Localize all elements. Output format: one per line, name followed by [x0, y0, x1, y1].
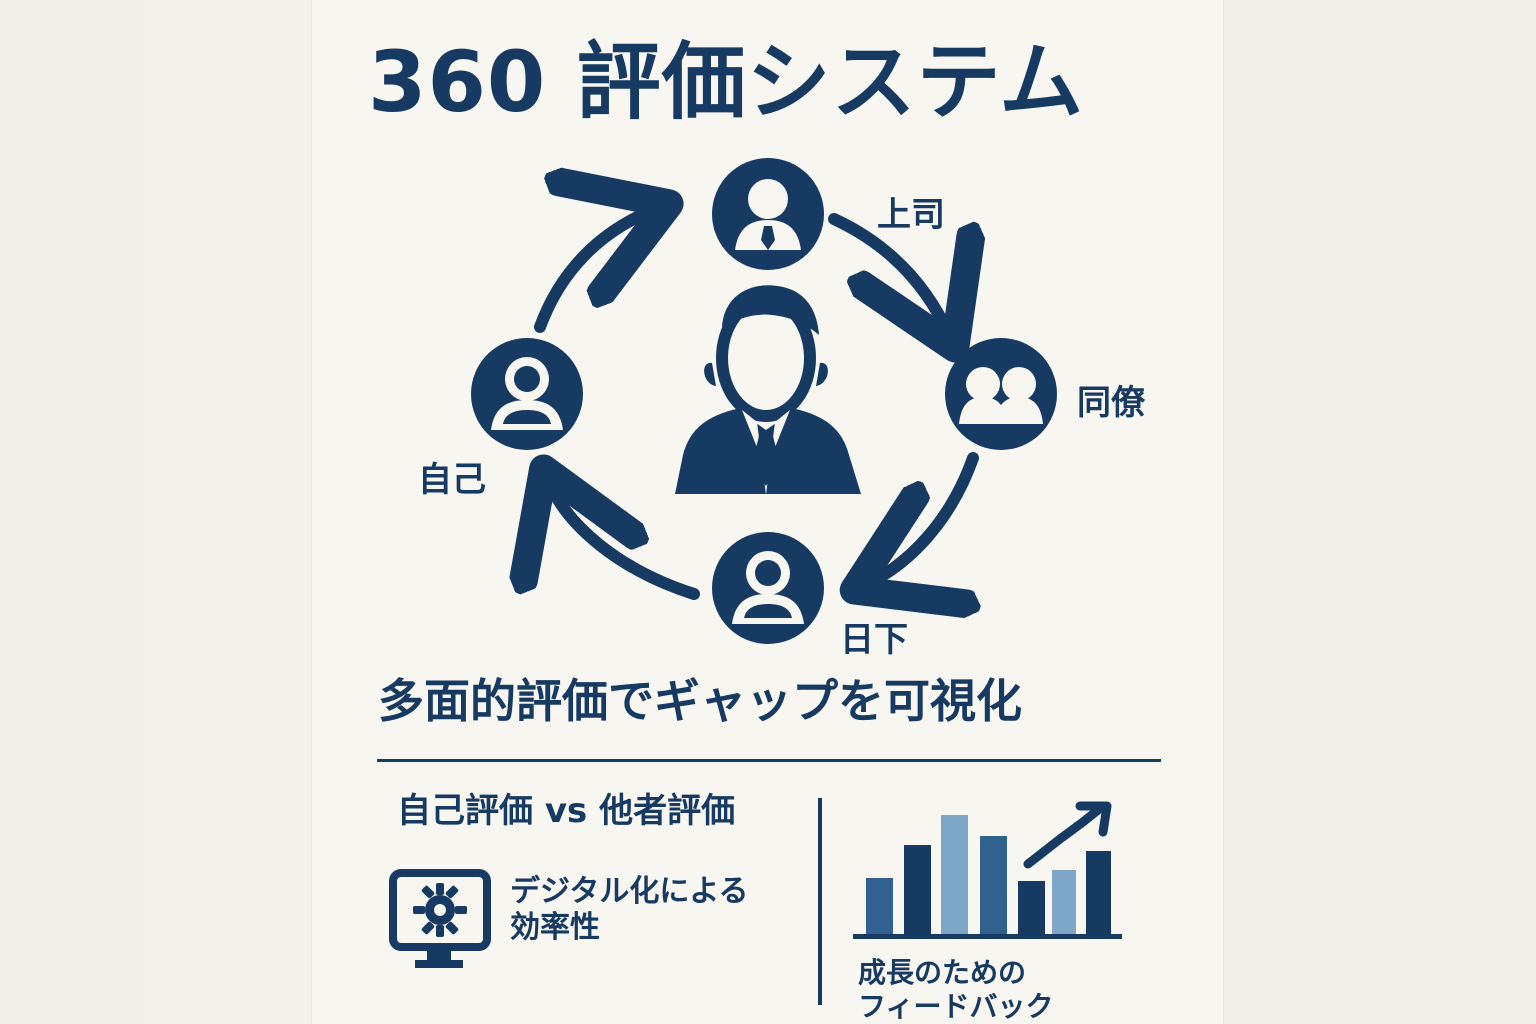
digital-text-line-1: デジタル化による: [510, 874, 749, 909]
cycle-arrow-bottom-right: [865, 452, 973, 585]
role-label-boss: 上司: [877, 195, 945, 235]
monitor-gear-icon: [389, 869, 491, 968]
cycle-arrow-bottom-left: [548, 480, 700, 600]
page-title: 360 評価システム: [368, 33, 1085, 131]
digital-text-line-2: 効率性: [510, 910, 600, 945]
cycle-arrow-top-right: [828, 213, 950, 337]
businessman-icon: [675, 285, 861, 495]
main-subtitle: 多面的評価でギャップを可視化: [378, 674, 1022, 728]
manager-icon: [712, 158, 824, 270]
digital-efficiency-text: デジタル化による 効率性: [510, 874, 780, 946]
role-label-subordinate: 日下: [840, 620, 908, 660]
comparison-heading: 自己評価 vs 他者評価: [397, 791, 736, 831]
group-icon: [945, 338, 1057, 450]
subordinate-user-icon: [712, 532, 824, 644]
bar-chart-trend-icon: [853, 801, 1122, 939]
growth-text-line-2: フィードバック: [858, 989, 1054, 1023]
vertical-divider: [818, 798, 822, 1005]
cycle-arrow-top-left: [534, 208, 658, 333]
horizontal-divider: [377, 759, 1161, 762]
role-label-self: 自己: [418, 460, 486, 500]
growth-feedback-text: 成長のための フィードバック: [858, 956, 1118, 1023]
role-label-peer: 同僚: [1077, 383, 1145, 423]
self-user-icon: [471, 338, 583, 450]
growth-text-line-1: 成長のための: [858, 956, 1027, 989]
